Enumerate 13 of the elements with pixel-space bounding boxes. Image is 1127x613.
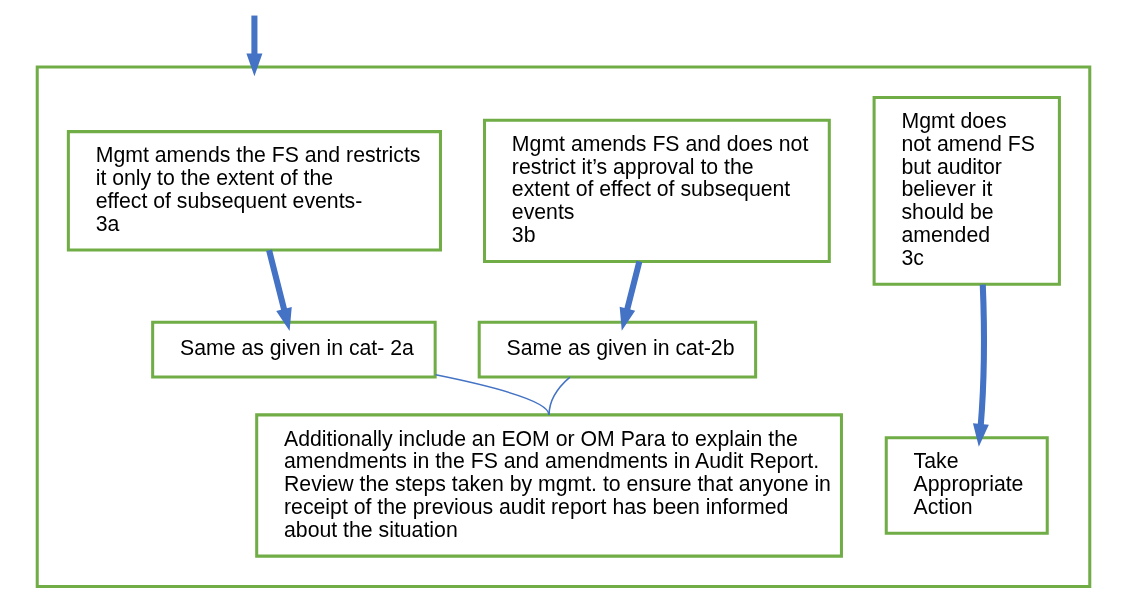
- node-box: Same as given in cat-2b: [477, 320, 758, 379]
- arrow: [972, 284, 989, 447]
- cluster: [35, 65, 1092, 589]
- node-box: Mgmt amends the FS and restricts it only to the extent of the effect of subsequent events- 3a: [66, 130, 442, 252]
- arrow: [266, 249, 292, 332]
- node-box: Take Appropriate Action: [884, 436, 1049, 535]
- node-box: Mgmt amends FS and does not restrict it’s approval to the extent of effect of subsequent events 3b: [483, 118, 831, 263]
- node-box: Mgmt does not amend FS but auditor believer it should be amended 3c: [872, 95, 1061, 286]
- arrow: [619, 260, 643, 331]
- connector: [548, 376, 571, 416]
- node-box: Additionally include an EOM or OM Para to explain the amendments in the FS and amendments in Audit Report. Review the steps taken by mgmt. to ensure that anyone in receipt of the previous audit report has been informed about the situation: [255, 413, 843, 558]
- node-box: Same as given in cat- 2a: [151, 320, 437, 379]
- arrow: [246, 15, 263, 77]
